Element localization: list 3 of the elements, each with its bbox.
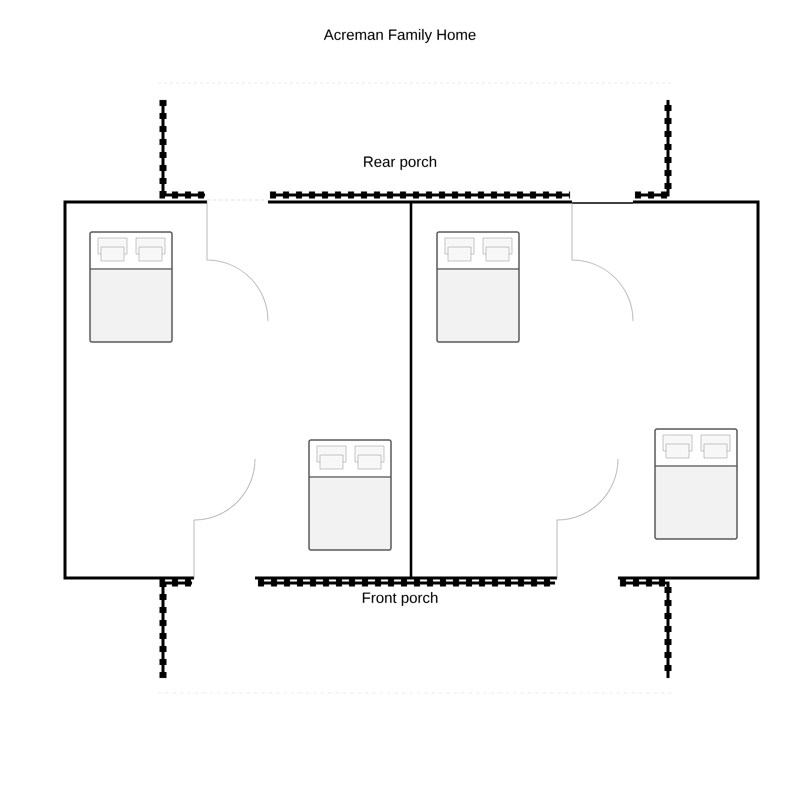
- area-label: Rear porch: [364, 156, 436, 170]
- title: Acreman Family Home: [324, 29, 476, 43]
- area-label: Front porch: [362, 592, 438, 606]
